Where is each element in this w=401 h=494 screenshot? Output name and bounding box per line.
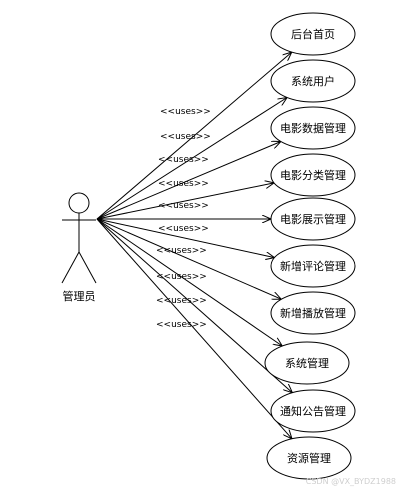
use-case-oval [270,389,356,433]
use-case: 系统用户 [270,59,356,103]
use-case-oval [270,12,356,56]
actor-left-leg [61,251,80,284]
use-case-oval [270,106,356,150]
actor-label: 管理员 [63,289,96,303]
uses-label: <<uses>> [160,107,211,117]
use-case-label: 电影数据管理 [280,121,346,135]
use-case: 新增评论管理 [270,244,356,288]
association-line [96,142,281,220]
use-case: 通知公告管理 [270,389,356,433]
use-case-label: 系统管理 [285,356,329,370]
use-case-oval [270,197,356,241]
uses-label: <<uses>> [160,132,211,142]
uses-label: <<uses>> [158,201,209,211]
uses-label: <<uses>> [158,155,209,165]
association-line [96,218,292,393]
use-case-oval [266,436,352,480]
use-case: 系统管理 [264,341,350,385]
association-line [96,218,292,439]
association-line [96,183,274,220]
use-case-label: 新增评论管理 [280,259,346,273]
use-case-oval [270,153,356,197]
use-case: 电影数据管理 [270,106,356,150]
use-case-label: 通知公告管理 [280,404,346,418]
watermark: CSDN @VX_BYDZ1988 [306,477,396,486]
association-line [96,98,287,220]
use-case-oval [264,341,350,385]
actor-figure [61,192,97,284]
use-case-label: 资源管理 [287,451,331,465]
use-case: 新增播放管理 [270,291,356,335]
association-line [96,52,292,220]
use-case-label: 后台首页 [291,27,335,41]
association-line [96,218,282,346]
use-case: 资源管理 [266,436,352,480]
actor-head [68,192,90,214]
uses-label: <<uses>> [156,320,207,330]
association-line [96,218,281,299]
use-case-label: 新增播放管理 [280,306,346,320]
uses-label: <<uses>> [156,272,207,282]
uses-label: <<uses>> [158,224,209,234]
uses-label: <<uses>> [156,296,207,306]
uses-label: <<uses>> [156,246,207,256]
association-line [96,218,275,258]
use-case: 电影分类管理 [270,153,356,197]
use-case-oval [270,291,356,335]
use-case: 后台首页 [270,12,356,56]
use-case: 电影展示管理 [270,197,356,241]
use-case-oval [270,244,356,288]
uses-label: <<uses>> [158,179,209,189]
association-lines [96,52,292,439]
use-case-label: 系统用户 [291,74,335,88]
actor-right-leg [78,251,97,284]
use-case-oval [270,59,356,103]
use-case-label: 电影展示管理 [280,212,346,226]
use-case-label: 电影分类管理 [280,168,346,182]
uses-labels: <<uses>> <<uses>> <<uses>> <<uses>> <<uses>>… [156,107,211,330]
use-cases: 后台首页系统用户电影数据管理电影分类管理电影展示管理新增评论管理新增播放管理系统… [264,12,356,480]
